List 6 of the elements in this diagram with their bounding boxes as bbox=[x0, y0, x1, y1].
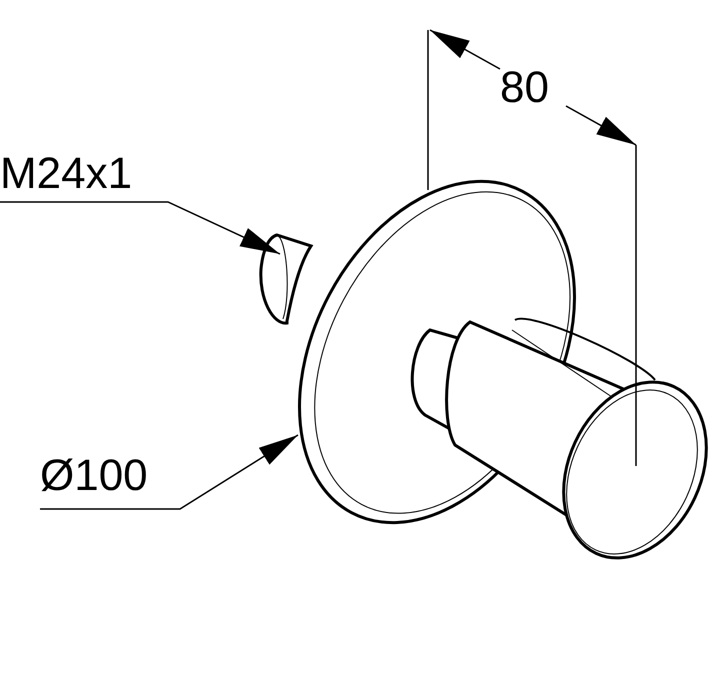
leader-line bbox=[0, 201, 280, 255]
leader-line bbox=[40, 434, 298, 510]
threaded-stem bbox=[259, 234, 312, 324]
dimension-value: 80 bbox=[500, 64, 549, 112]
dimension-label: Ø100 bbox=[40, 452, 148, 500]
dimension-label: M24x1 bbox=[0, 150, 132, 198]
